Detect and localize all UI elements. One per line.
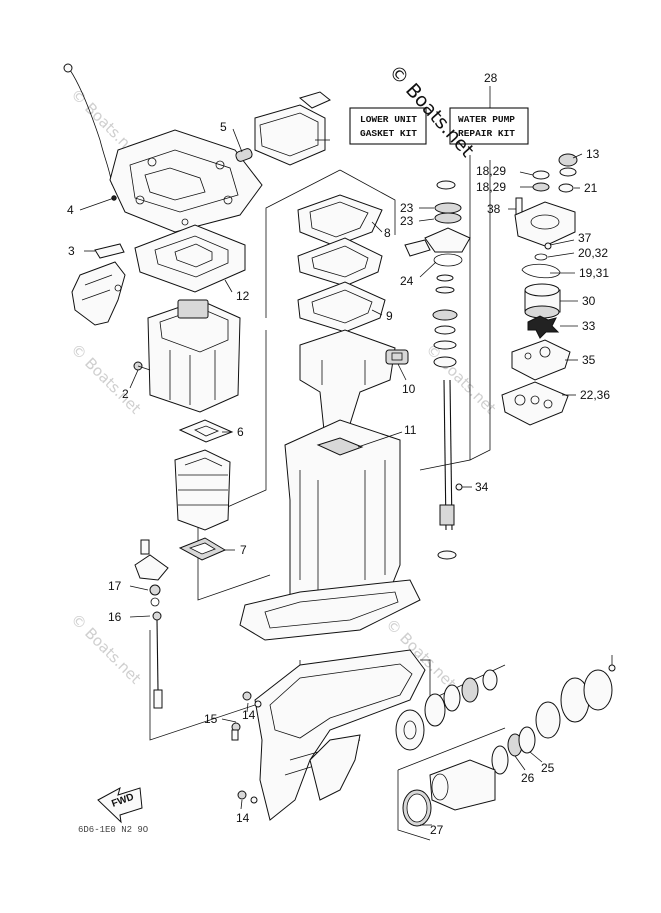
callout-33: 33 [582,319,596,333]
callout-12: 12 [236,289,250,303]
propeller-shaft-housing [429,759,496,811]
grommet-5 [235,148,253,162]
watermark-faint-2: © Boats.net [67,340,145,418]
callout-6: 6 [237,425,244,439]
lower-unit-gasket-kit-box: LOWER UNIT GASKET KIT [349,107,427,145]
grommet-16 [152,611,162,621]
pump-case [514,201,576,247]
callout-23-a: 23 [400,201,414,215]
dipstick-rod [69,69,113,186]
callout-11: 11 [404,423,417,437]
leader-lines [79,86,583,826]
callout-7: 7 [240,543,247,557]
callout-37: 37 [578,231,592,245]
callout-9: 9 [386,309,393,323]
callout-27: 27 [430,823,444,837]
callout-25: 25 [541,761,555,775]
drive-shaft-stack [404,180,471,560]
callout-35: 35 [582,353,596,367]
callout-17: 17 [108,579,122,593]
oil-seal-23a [434,202,462,214]
gear-train [395,655,616,827]
gasket-6 [178,419,234,443]
water-pump-kit-line1: WATER PUMP [458,114,515,125]
outer-plate-cartridge-19 [521,263,561,279]
callout-23-b: 23 [400,214,414,228]
gasket-22 [501,381,569,426]
pin-34 [455,483,463,491]
watermark-faint-3: © Boats.net [67,610,145,688]
gearcase-lower-unit [231,649,426,821]
outer-plate-35 [511,339,571,381]
callout-14-b: 14 [236,811,250,825]
lower-unit-kit-line2: GASKET KIT [360,128,417,139]
callout-10: 10 [402,382,416,396]
callout-24: 24 [400,274,414,288]
callout-3: 3 [68,244,75,258]
grommet-13 [558,153,578,167]
lower-unit-kit-line1: LOWER UNIT [360,114,417,125]
gearcase-body [254,649,426,821]
callout-2: 2 [122,387,129,401]
callout-18-29-b: 18,29 [476,180,506,194]
upper-mount-assembly [63,63,331,233]
seal-18a [532,170,550,180]
upper-mount-bracket [109,129,263,233]
forward-gear [395,709,425,751]
callout-22-36: 22,36 [580,388,610,402]
callout-19-31: 19,31 [579,266,609,280]
callout-16: 16 [108,610,122,624]
gasket-3 [94,243,125,259]
callout-30: 30 [582,294,596,308]
callout-numbers: 28 5 13 18,29 18,29 21 4 23 23 38 8 37 2… [67,71,610,837]
impeller-33 [527,315,560,339]
exhaust-guide-housing [133,299,241,413]
callout-26: 26 [521,771,535,785]
o-ring-24 [433,253,463,267]
water-pump-kit-line2: REPAIR KIT [458,128,515,139]
drive-shaft-housing-upper [299,329,409,441]
plate-8b [297,237,383,287]
callout-4: 4 [67,203,74,217]
muffler [174,449,231,531]
gasket-stack [297,194,386,333]
footer-code: 6D6-1E0 N2 9O [78,825,148,835]
callout-15: 15 [204,712,218,726]
water-tube-assembly [134,539,169,709]
callout-14-a: 14 [242,708,256,722]
water-pump-repair-kit-box: WATER PUMP REPAIR KIT [449,107,529,145]
callout-21: 21 [584,181,598,195]
water-pump-assembly [501,153,578,426]
fwd-arrow: FWD [97,786,143,824]
callout-18-29-a: 18,29 [476,164,506,178]
o-ring-17 [149,584,161,596]
gasket-12 [134,224,246,293]
oil-seal-23b [434,212,462,224]
fwd-arrow-icon [97,786,143,824]
callout-38: 38 [487,202,501,216]
callout-20-32: 20,32 [578,246,608,260]
bearing-25 [518,726,536,754]
pin-37 [544,242,552,250]
lower-case-housing [239,419,421,641]
gasket-8 [297,194,383,247]
exhaust-pipe [71,261,126,326]
callout-34: 34 [475,480,489,494]
callout-8: 8 [384,226,391,240]
callout-13: 13 [586,147,600,161]
exhaust-manifold-assembly [71,243,126,326]
insert-cartridge-21 [558,183,574,193]
callout-5: 5 [220,120,227,134]
seal-18b [532,182,550,192]
seal-11 [316,437,364,456]
gasket-9 [297,281,386,333]
callout-28: 28 [484,71,498,85]
seal-10 [385,349,409,365]
o-ring-20 [534,253,548,261]
watermark-faint-5: © Boats.net [422,340,500,418]
